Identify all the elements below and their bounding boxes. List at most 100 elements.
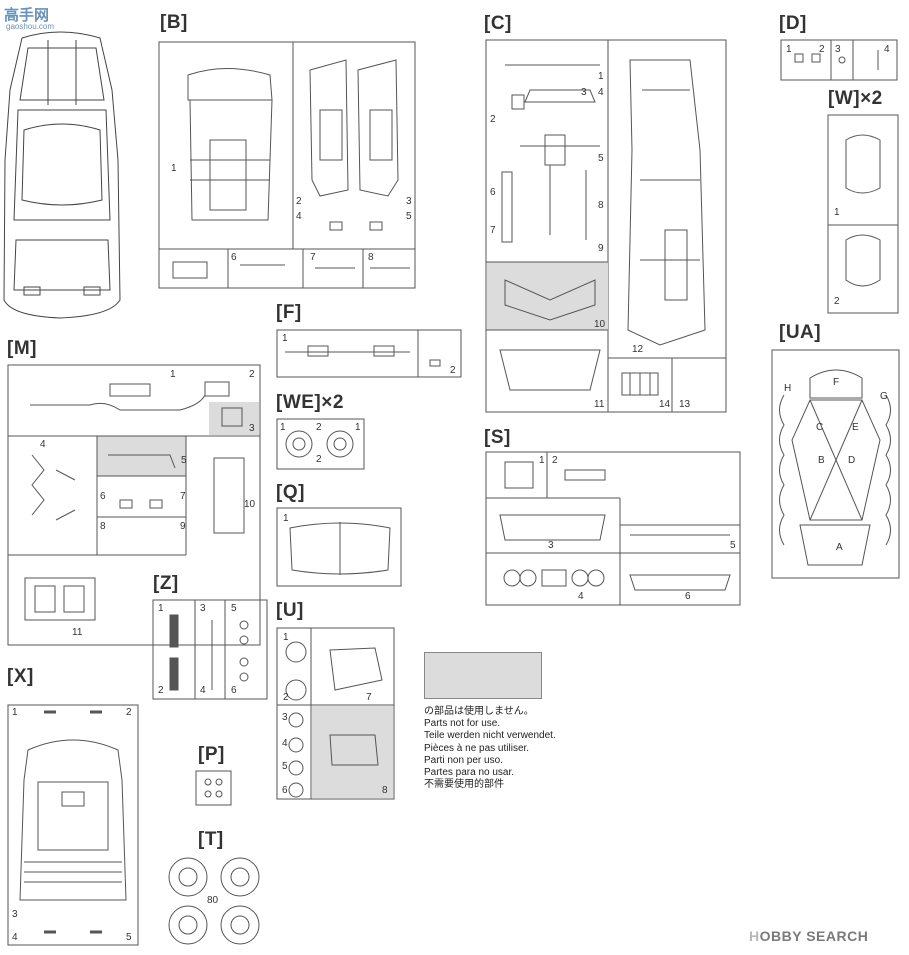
part-number-S: 6 [685,591,691,602]
group-label-Z: [Z] [153,573,179,594]
legend-line-zh: 不需要使用的部件 [424,779,504,791]
part-letter-UA: A [836,542,843,553]
legend-line-de: Teile werden nicht verwendet. [424,730,556,742]
part-number-U: 2 [283,692,289,703]
part-number-B: 3 [406,196,412,207]
sprue-S [485,451,741,606]
group-label-U: [U] [276,600,304,621]
part-number-U: 8 [382,785,388,796]
part-number-C: 5 [598,153,604,164]
unused-parts-swatch [424,652,542,699]
part-number-Z: 2 [158,685,164,696]
part-number-M: 11 [72,627,83,638]
part-number-WE: 2 [316,422,322,433]
part-number-T: 80 [207,895,219,906]
sprue-P [195,770,232,806]
group-label-UA: [UA] [779,322,822,343]
part-number-Z: 3 [200,603,206,614]
part-number-S: 3 [548,540,554,551]
part-number-U: 6 [282,785,288,796]
legend-line-it: Parti non per uso. [424,754,503,766]
part-number-WE: 1 [355,422,361,433]
part-letter-UA: H [784,383,792,394]
part-number-M: 7 [180,491,186,502]
part-number-WE: 2 [316,454,322,465]
part-number-C: 10 [594,319,606,330]
part-number-X: 2 [126,707,132,718]
group-label-W: [W]×2 [828,88,883,109]
group-label-Q: [Q] [276,482,305,503]
part-number-X: 4 [12,932,18,943]
sprue-D [780,39,898,81]
sprue-B [158,41,416,289]
group-label-S: [S] [484,427,511,448]
part-number-C: 2 [490,114,496,125]
group-label-P: [P] [198,744,225,765]
part-number-X: 3 [12,909,18,920]
sheet-UA [771,349,900,579]
part-number-C: 8 [598,200,604,211]
part-number-C: 13 [679,399,691,410]
part-number-B: 1 [171,163,177,174]
part-number-C: 6 [490,187,496,198]
brand-text: OBBY SEARCH [759,928,869,944]
part-number-W: 1 [834,207,840,218]
group-label-B: [B] [160,12,188,33]
part-number-Z: 6 [231,685,237,696]
part-number-B: 7 [310,252,316,263]
part-number-U: 3 [282,712,288,723]
part-number-B: 6 [231,252,237,263]
hobby-search-logo: HOBBY SEARCH [749,928,868,944]
group-label-D: [D] [779,13,807,34]
sprue-X [7,704,139,946]
group-label-M: [M] [7,338,37,359]
sprue-F [276,329,462,378]
part-number-B: 4 [296,211,302,222]
part-number-C: 4 [598,87,604,98]
part-number-C: 11 [594,399,605,410]
part-letter-UA: F [833,377,840,388]
group-label-T: [T] [198,829,224,850]
part-letter-UA: D [848,455,856,466]
part-number-WE: 1 [280,422,286,433]
part-number-M: 3 [249,423,255,434]
group-label-WE: [WE]×2 [276,392,344,413]
tires-T [168,857,260,945]
brand-mark: H [749,928,760,944]
part-number-M: 1 [170,369,176,380]
part-number-M: 5 [181,455,187,466]
part-number-B: 8 [368,252,374,263]
group-label-C: [C] [484,13,512,34]
part-number-S: 4 [578,591,584,602]
part-number-M: 10 [244,499,256,510]
watermark-logo: 高手网 [4,7,50,24]
part-letter-UA: C [816,422,824,433]
sprue-U [276,627,395,800]
part-number-B: 5 [406,211,412,222]
sprue-WE [276,418,365,470]
sprue-C [485,39,727,413]
sprue-M [7,364,261,646]
part-number-C: 9 [598,243,604,254]
part-number-D: 2 [819,44,825,55]
legend-line-es: Partes para no usar. [424,767,515,779]
part-number-U: 4 [282,738,288,749]
part-number-Q: 1 [283,513,289,524]
part-number-C: 7 [490,225,496,236]
part-number-M: 9 [180,521,186,532]
part-number-D: 4 [884,44,890,55]
watermark-subtext: gaoshou.com [6,22,55,31]
part-number-B: 2 [296,196,302,207]
part-number-Z: 1 [158,603,164,614]
legend-line-ja: の部品は使用しません。 [424,706,534,717]
legend-line-fr: Pièces à ne pas utiliser. [424,742,530,754]
part-number-Z: 5 [231,603,237,614]
part-number-D: 1 [786,44,792,55]
sprue-Z [152,599,268,700]
part-number-U: 7 [366,692,372,703]
part-number-C: 12 [632,344,644,355]
group-label-X: [X] [7,666,34,687]
part-number-M: 8 [100,521,106,532]
part-number-M: 4 [40,439,46,450]
